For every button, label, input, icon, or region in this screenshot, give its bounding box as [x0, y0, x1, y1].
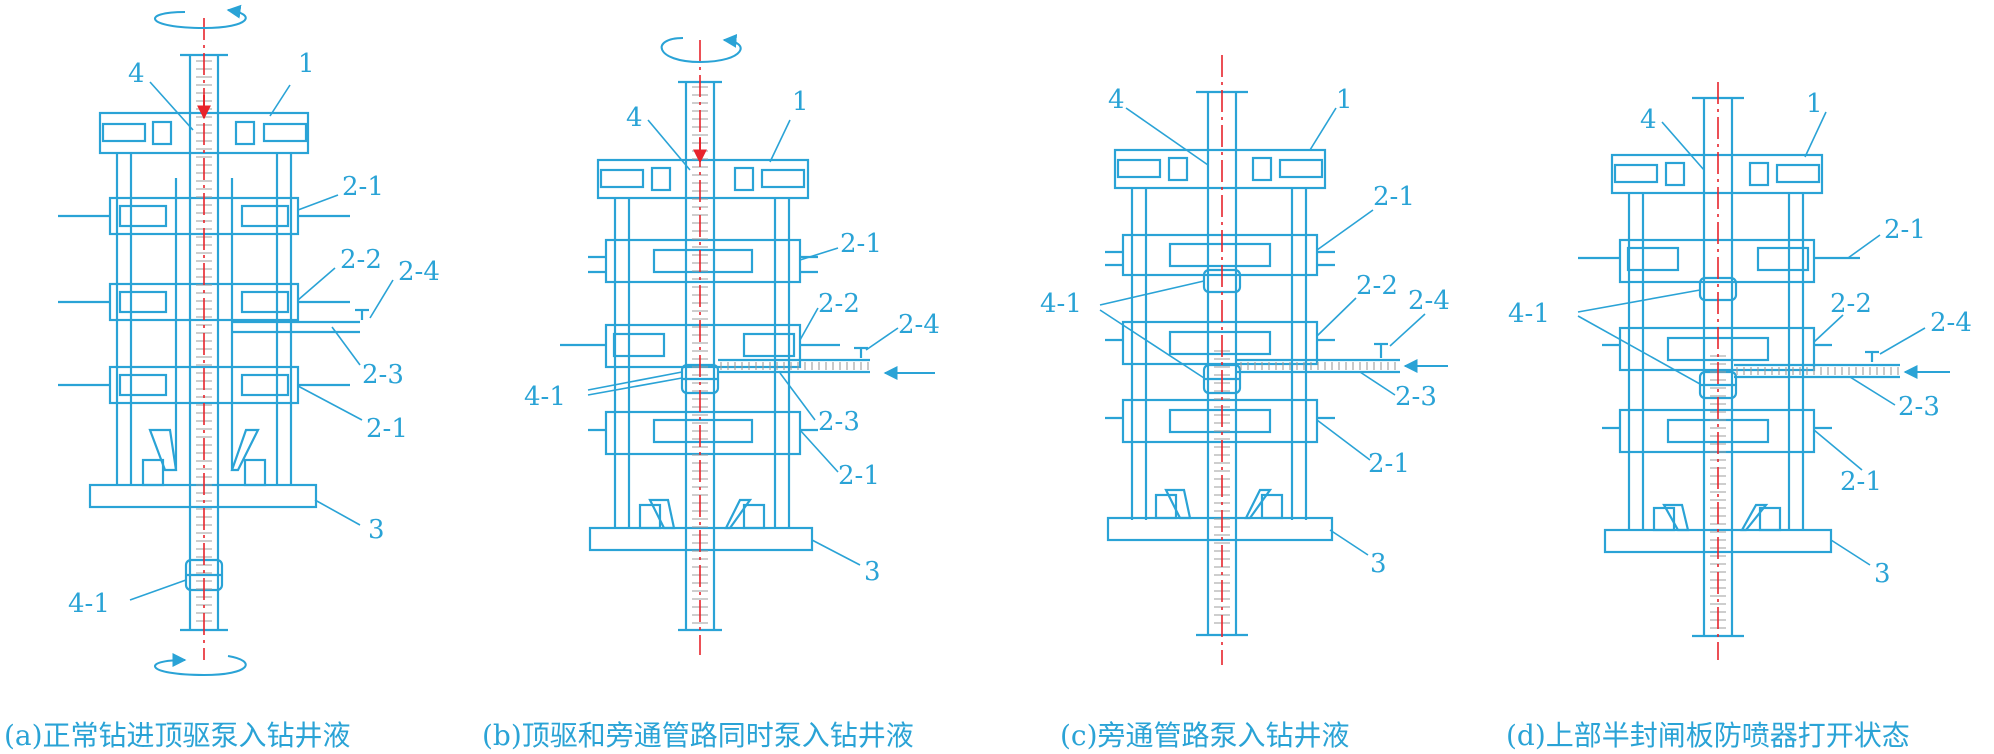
- bop-stack-body: [560, 158, 870, 552]
- caption-d: (d)上部半封闸板防喷器打开状态: [1506, 719, 1910, 752]
- label-3: 3: [1370, 549, 1387, 579]
- label-2-1-lower: 2-1: [366, 414, 408, 444]
- panel-a: 1 4 2-1 2-2 2-4 2-3 2-1 3 4-1 (a)正常钻进顶驱泵…: [4, 4, 440, 752]
- rotation-arrow-top: [154, 4, 247, 30]
- label-2-4: 2-4: [898, 310, 940, 340]
- label-3: 3: [864, 557, 881, 587]
- label-4-1: 4-1: [1508, 299, 1550, 329]
- label-2-1-upper: 2-1: [840, 229, 882, 259]
- caption-a: (a)正常钻进顶驱泵入钻井液: [4, 719, 351, 752]
- label-2-1-lower: 2-1: [1840, 467, 1882, 497]
- part-labels: 1 4 2-1 2-2 2-4 4-1 2-3 2-1 3: [524, 87, 940, 587]
- label-1: 1: [1336, 85, 1353, 115]
- label-2-1-upper: 2-1: [1373, 182, 1415, 212]
- label-2-1-upper: 2-1: [342, 172, 384, 202]
- label-2-3: 2-3: [818, 407, 860, 437]
- drill-pipe: [678, 80, 722, 632]
- label-4: 4: [1640, 105, 1657, 135]
- label-2-1-lower: 2-1: [838, 461, 880, 491]
- leader-lines: [1577, 111, 1926, 566]
- leader-lines: [1099, 107, 1426, 556]
- label-3: 3: [1874, 559, 1891, 589]
- label-4: 4: [626, 103, 643, 133]
- label-4-1: 4-1: [68, 589, 110, 619]
- panel-b: 1 4 2-1 2-2 2-4 4-1 2-3 2-1 3 (b)顶驱和旁通管路…: [482, 33, 940, 752]
- panel-c: 1 4 2-1 2-2 2-4 4-1 2-3 2-1 3 (c)旁通管路泵入钻…: [1040, 55, 1450, 752]
- part-labels: 1 4 2-1 4-1 2-2 2-4 2-3 2-1 3: [1508, 89, 1972, 589]
- part-labels: 1 4 2-1 2-2 2-4 4-1 2-3 2-1 3: [1040, 85, 1450, 579]
- label-2-3: 2-3: [1395, 382, 1437, 412]
- label-2-1-lower: 2-1: [1368, 449, 1410, 479]
- label-2-2: 2-2: [340, 245, 382, 275]
- caption-b: (b)顶驱和旁通管路同时泵入钻井液: [482, 719, 914, 752]
- label-2-1-upper: 2-1: [1884, 215, 1926, 245]
- label-4: 4: [1108, 85, 1125, 115]
- label-4-1: 4-1: [524, 382, 566, 412]
- label-2-3: 2-3: [1898, 392, 1940, 422]
- label-1: 1: [792, 87, 809, 117]
- part-labels: 1 4 2-1 2-2 2-4 2-3 2-1 3 4-1: [68, 49, 440, 619]
- caption-c: (c)旁通管路泵入钻井液: [1060, 719, 1350, 752]
- rotation-arrow-bottom: [154, 653, 247, 677]
- label-1: 1: [298, 49, 315, 79]
- label-2-2: 2-2: [1830, 289, 1872, 319]
- label-4: 4: [128, 59, 145, 89]
- label-3: 3: [368, 515, 385, 545]
- rotation-arrow-top: [660, 33, 742, 64]
- leader-lines: [129, 81, 394, 601]
- label-2-4: 2-4: [398, 257, 440, 287]
- leader-lines: [587, 119, 899, 566]
- label-2-2: 2-2: [1356, 271, 1398, 301]
- panel-d: 1 4 2-1 4-1 2-2 2-4 2-3 2-1 3 (d)上部半封闸板防…: [1506, 82, 1972, 752]
- bop-stack-body: [58, 111, 369, 509]
- label-2-2: 2-2: [818, 289, 860, 319]
- label-2-4: 2-4: [1930, 308, 1972, 338]
- bop-stack-body: [1105, 148, 1400, 542]
- label-2-3: 2-3: [362, 360, 404, 390]
- label-2-4: 2-4: [1408, 286, 1450, 316]
- label-4-1: 4-1: [1040, 289, 1082, 319]
- label-1: 1: [1806, 89, 1823, 119]
